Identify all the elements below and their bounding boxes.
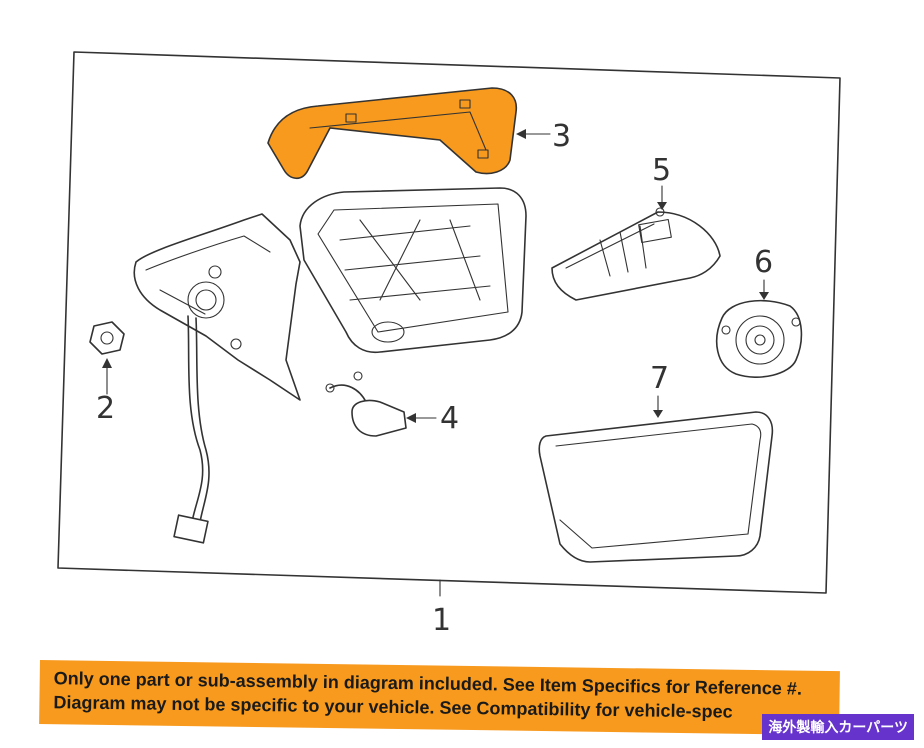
callout-7: 7 [650, 361, 669, 396]
callout-5: 5 [652, 153, 671, 188]
part-5-signal-lamp [551, 185, 721, 301]
callout-6: 6 [754, 245, 773, 280]
part-7-mirror-glass [538, 395, 774, 563]
seller-badge: 海外製輸入カーパーツ [762, 714, 914, 740]
part-3-mirror-cap [267, 87, 518, 180]
part-2-nut [89, 321, 125, 395]
callout-3: 3 [552, 119, 571, 154]
parts-diagram: 1 2 3 4 5 6 7 [57, 51, 841, 638]
callout-4: 4 [440, 401, 459, 436]
part-6-motor [715, 279, 803, 378]
part-4-harness [325, 371, 437, 437]
diagram-frame [57, 51, 841, 594]
callout-1: 1 [432, 603, 451, 638]
part-1-mirror-assembly [133, 187, 527, 544]
notice-banner: Only one part or sub-assembly in diagram… [39, 660, 840, 736]
callout-2: 2 [96, 391, 115, 426]
